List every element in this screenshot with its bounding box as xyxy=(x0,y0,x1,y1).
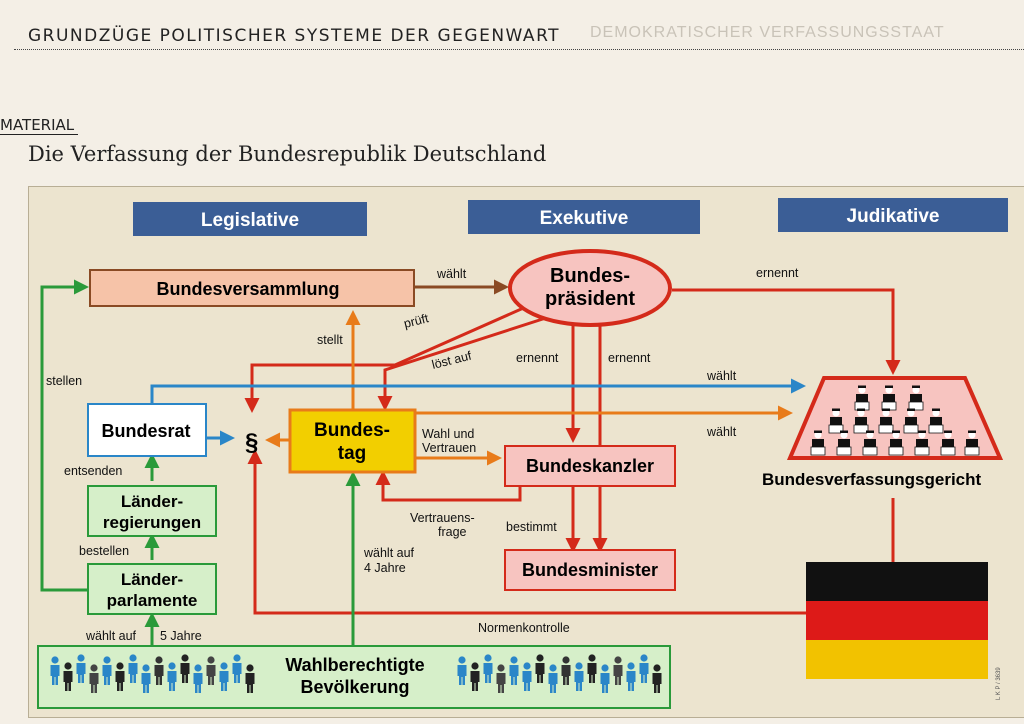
label-wahl-vertrauen-1: Wahl und xyxy=(422,427,474,441)
bleed-through-text: DEMOKRATISCHER VERFASSUNGSSTAAT xyxy=(590,24,945,41)
arrow-praesident-loest-auf xyxy=(377,314,553,411)
figure-title: Die Verfassung der Bundesrepublik Deutsc… xyxy=(28,142,547,166)
label-vertrauensfrage-2: frage xyxy=(438,525,467,539)
executive-label: Exekutive xyxy=(540,208,629,229)
bundespraesident-label-2: präsident xyxy=(545,288,635,310)
laenderparlamente-box xyxy=(87,563,217,615)
flag-red xyxy=(806,601,988,640)
judicative-label: Judikative xyxy=(847,206,940,227)
laenderregierungen-label-2: regierungen xyxy=(103,513,201,532)
label-waehlt-blue: wählt xyxy=(706,369,737,383)
bundestag-label-2: tag xyxy=(338,443,367,464)
bundestag-label-1: Bundes- xyxy=(314,420,390,441)
bundesrat-box xyxy=(87,403,207,457)
bundesversammlung-box xyxy=(89,269,415,307)
label-ernennt-kanzler: ernennt xyxy=(516,351,559,365)
arrow-normenkontrolle xyxy=(247,449,895,615)
laenderparlamente-label-2: parlamente xyxy=(107,591,198,610)
judicative-header xyxy=(778,198,1008,232)
arrow-bundesrat-waehlt xyxy=(150,378,806,404)
section-header: GRUNDZÜGE POLITISCHER SYSTEME DER GEGENW… xyxy=(28,26,561,46)
label-wahl-vertrauen-2: Vertrauen xyxy=(422,441,476,455)
label-bestellen: bestellen xyxy=(79,544,129,558)
legislative-header xyxy=(133,202,367,236)
bundesminister-box xyxy=(504,549,676,591)
label-bestimmt: bestimmt xyxy=(506,520,557,534)
bundesversammlung-label: Bundesversammlung xyxy=(156,279,339,299)
label-waehlt-auf-5-2: 5 Jahre xyxy=(160,629,202,643)
bundesverfassungsgericht-label: Bundesverfassungsgericht xyxy=(762,470,982,489)
arrow-laender-stellen xyxy=(40,279,89,592)
laenderparlamente-label-1: Länder- xyxy=(121,570,183,589)
bevoelkerung-label-2: Bevölkerung xyxy=(300,677,409,697)
label-waehlt-orange: wählt xyxy=(706,425,737,439)
label-stellen: stellen xyxy=(46,374,82,388)
label-prueft: prüft xyxy=(402,311,430,331)
bevoelkerung-label-1: Wahlberechtigte xyxy=(285,655,424,675)
bundestag-box xyxy=(288,408,417,474)
label-waehlt-bv: wählt xyxy=(436,267,467,281)
label-vertrauensfrage-1: Vertrauens- xyxy=(410,511,475,525)
bundesrat-label: Bundesrat xyxy=(101,421,190,441)
label-ernennt-minister: ernennt xyxy=(608,351,651,365)
bundespraesident-label-1: Bundes- xyxy=(550,265,630,287)
laenderregierungen-box xyxy=(87,485,217,537)
bundeskanzler-label: Bundeskanzler xyxy=(526,456,654,476)
legislative-label: Legislative xyxy=(201,210,299,231)
label-entsenden: entsenden xyxy=(64,464,122,478)
label-stellt: stellt xyxy=(317,333,343,347)
label-waehlt-auf-4-2: 4 Jahre xyxy=(364,561,406,575)
paragraph-symbol: § xyxy=(245,429,258,456)
header-rule xyxy=(14,49,1024,50)
arrow-praesident-prueft xyxy=(244,304,529,413)
image-credit: L K P / 3639 xyxy=(996,667,1002,700)
arrow-vertrauensfrage xyxy=(375,470,522,502)
label-waehlt-auf-4-1: wählt auf xyxy=(363,546,415,560)
bundeskanzler-box xyxy=(504,445,676,487)
laenderregierungen-label-1: Länder- xyxy=(121,492,183,511)
bundespraesident-ellipse xyxy=(508,249,672,327)
flag-black xyxy=(806,562,988,601)
arrow-praesident-ernennt-gericht xyxy=(672,288,901,375)
bundesminister-label: Bundesminister xyxy=(522,560,658,580)
executive-header xyxy=(468,200,700,234)
flag-gold xyxy=(806,640,988,679)
material-label: MATERIAL xyxy=(0,116,79,135)
label-ernennt-gericht: ernennt xyxy=(756,266,799,280)
label-waehlt-auf-5-1: wählt auf xyxy=(85,629,137,643)
label-normenkontrolle: Normenkontrolle xyxy=(478,621,570,635)
